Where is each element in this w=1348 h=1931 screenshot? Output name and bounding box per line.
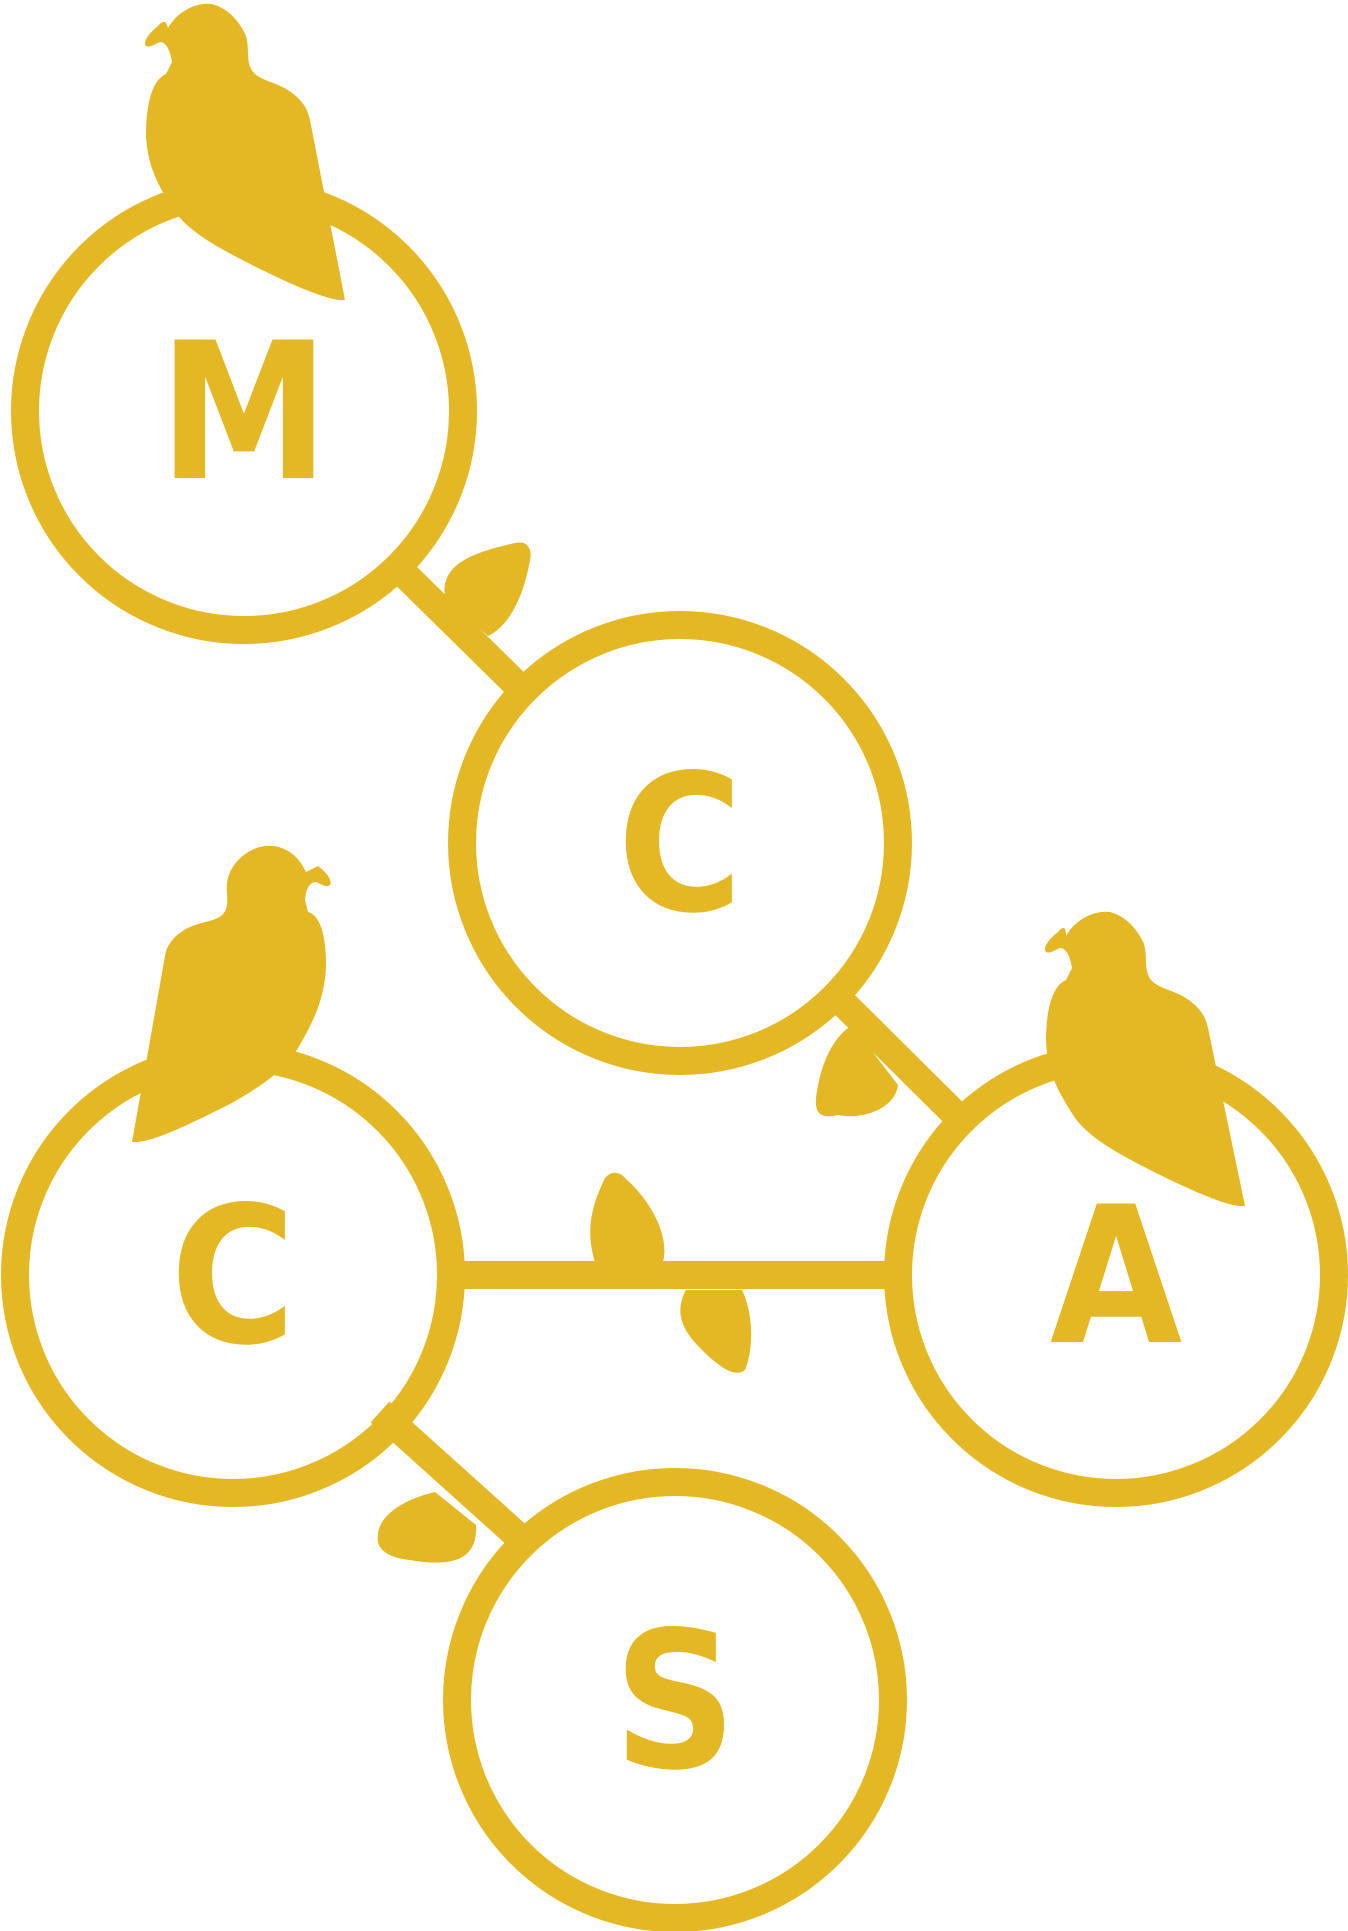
birds	[132, 3, 1245, 1207]
leaves	[377, 542, 898, 1563]
branch-c-s	[370, 1401, 530, 1549]
ring-s	[443, 1468, 907, 1931]
branches	[370, 550, 975, 1549]
letter-m: M	[159, 302, 329, 523]
letters: M C C A S	[159, 302, 1182, 1812]
letter-a: A	[1050, 1166, 1182, 1387]
leaf-icon	[377, 1492, 477, 1563]
leaf-icon	[444, 542, 531, 636]
leaf-icon	[815, 1025, 898, 1117]
bird-icon	[144, 3, 345, 301]
letter-s: S	[613, 1591, 736, 1812]
letter-c-top: C	[617, 734, 742, 955]
leaf-icon	[680, 1290, 752, 1373]
ring-c-top	[448, 611, 912, 1075]
branch-m-c	[380, 550, 528, 696]
leaf-icon	[590, 1172, 665, 1262]
bird-icon	[1044, 911, 1245, 1207]
bird-icon	[132, 845, 331, 1143]
letter-c-left: C	[170, 1166, 295, 1387]
branch-c-a	[822, 982, 975, 1134]
